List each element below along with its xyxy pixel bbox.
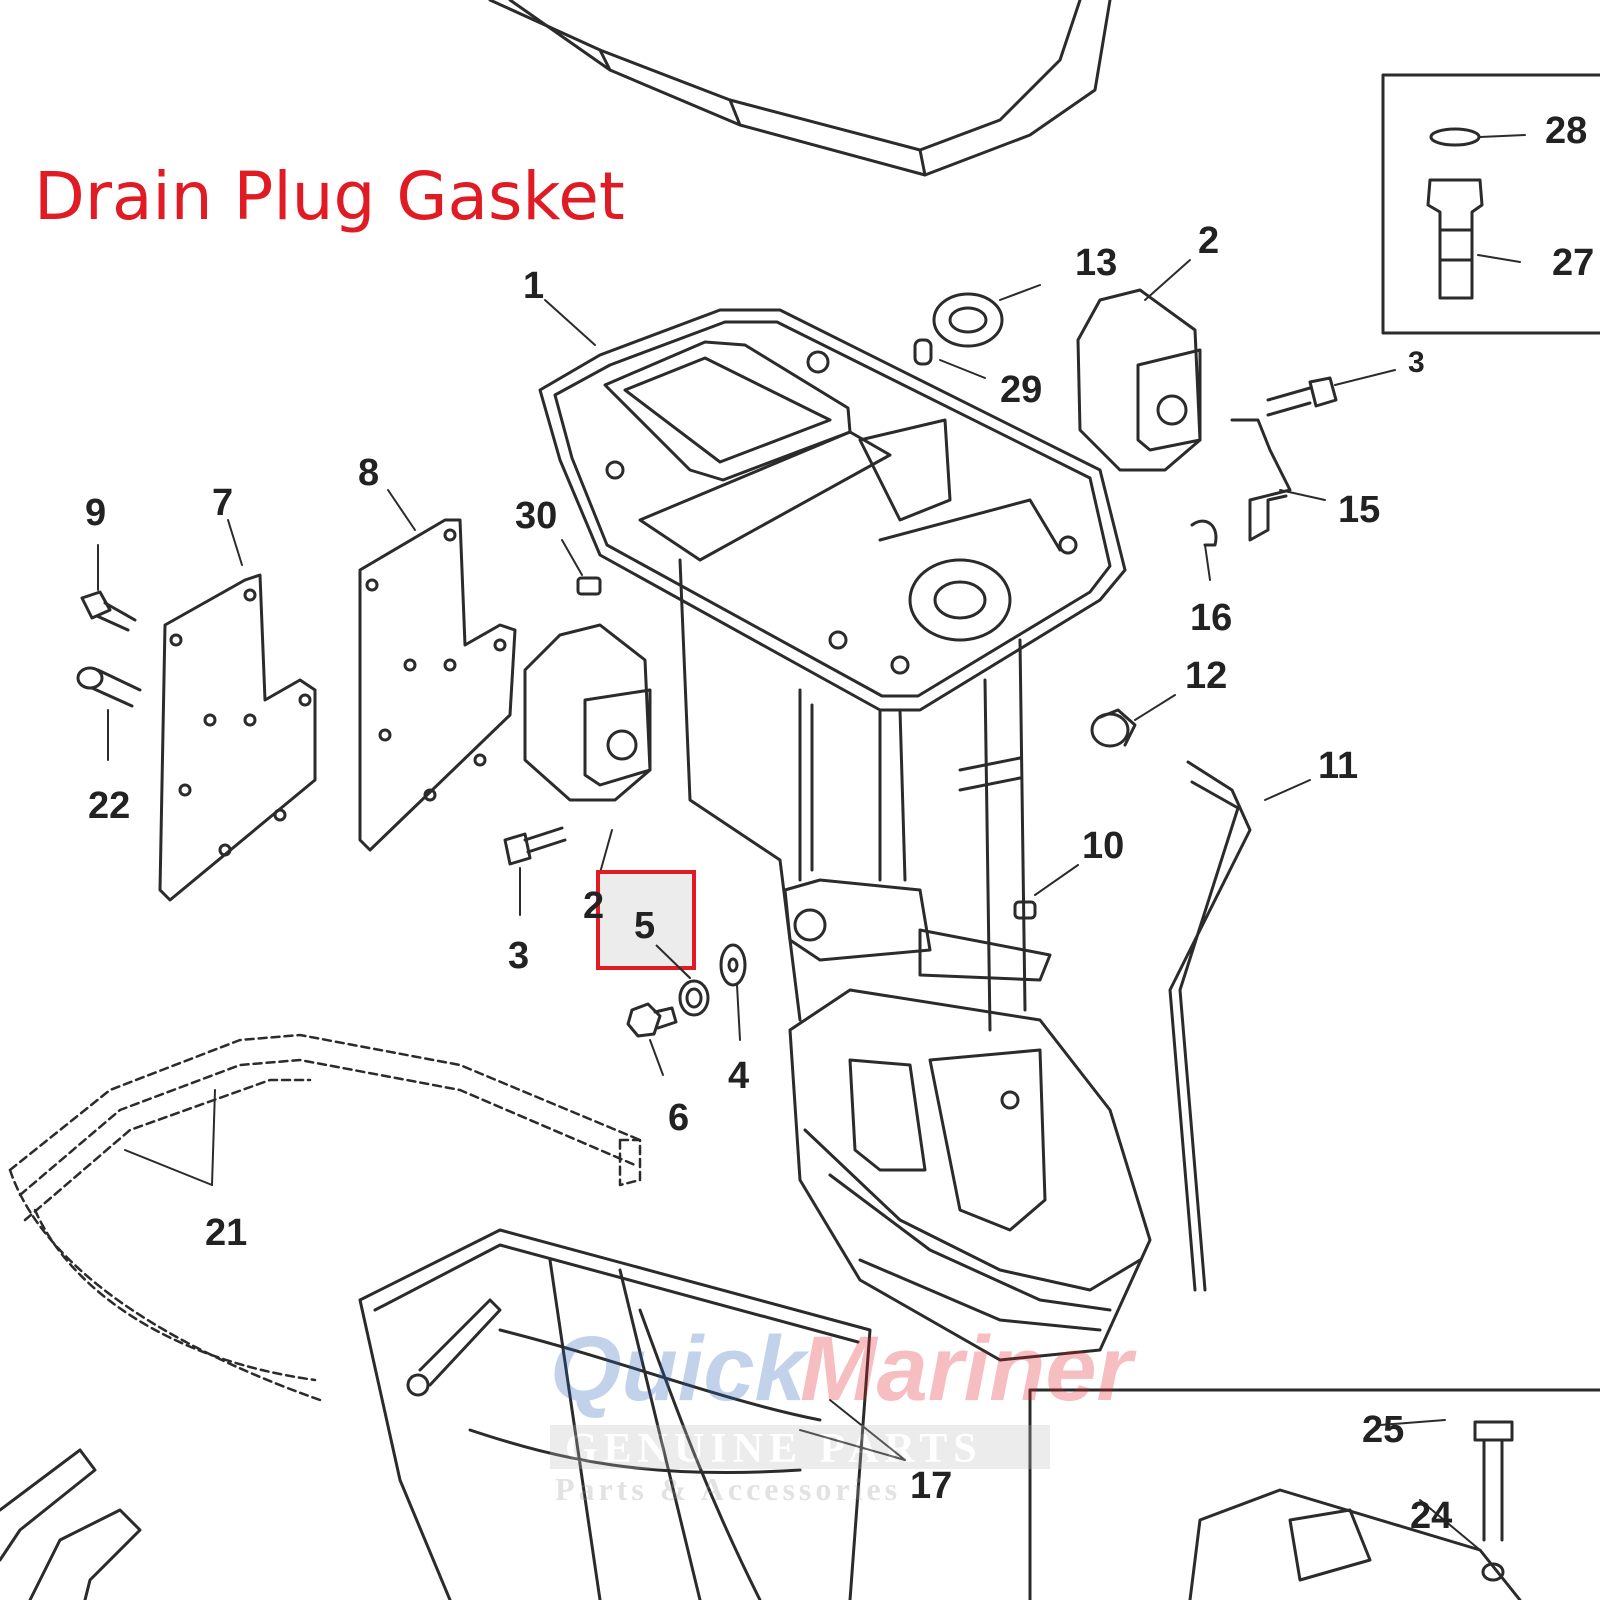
water-tube-11	[1168, 760, 1252, 1292]
bracket-15	[1230, 418, 1292, 542]
watermark: Quick Mariner GENUINE PARTS Parts & Acce…	[550, 1318, 1137, 1507]
inset-box-bottom	[1028, 1388, 1600, 1600]
callout-8: 8	[358, 452, 379, 494]
drain-plug-6	[626, 1002, 678, 1038]
callout-30: 30	[515, 495, 557, 537]
callout-2-upper: 2	[1198, 220, 1219, 262]
callout-15: 15	[1338, 489, 1380, 531]
callout-25: 25	[1362, 1409, 1404, 1451]
callout-4: 4	[728, 1055, 749, 1097]
gasket-plate-8	[358, 518, 517, 852]
driveshaft-housing-1	[538, 308, 1152, 1362]
callout-2-left: 2	[583, 885, 604, 927]
callout-29: 29	[1000, 369, 1042, 411]
diagram-title: Drain Plug Gasket	[34, 158, 625, 235]
cowl-piece-bottom-left	[0, 1448, 142, 1600]
drain-gasket-5	[678, 979, 710, 1017]
bolt-3-upper	[1266, 376, 1338, 417]
callout-24: 24	[1410, 1495, 1452, 1537]
callout-21: 21	[205, 1212, 247, 1254]
watermark-tag: GENUINE PARTS	[565, 1426, 983, 1472]
callout-labels: 1 2 2 3 3 4 5 6 7 8 9 10 11 12 13 15 16 …	[85, 110, 1594, 1537]
cowl-seal-top	[488, 0, 1112, 177]
callout-17: 17	[910, 1465, 952, 1507]
bolt-22	[76, 666, 142, 708]
watermark-sub: Parts & Accessories	[555, 1471, 901, 1507]
callout-10: 10	[1082, 825, 1124, 867]
callout-22: 22	[88, 785, 130, 827]
callout-28: 28	[1545, 110, 1587, 152]
callout-11: 11	[1318, 745, 1358, 787]
bolt-9	[80, 590, 137, 632]
callout-5: 5	[634, 905, 655, 947]
callout-16: 16	[1190, 597, 1232, 639]
engine-mount-2-upper	[1076, 288, 1202, 472]
bolt-3-left	[503, 826, 567, 866]
engine-mount-2-left	[523, 623, 652, 802]
callout-12: 12	[1185, 655, 1227, 697]
dashed-seal-21	[8, 1033, 642, 1402]
callout-9: 9	[85, 492, 106, 534]
callout-3-upper: 3	[1408, 346, 1425, 379]
dowel-pin-29	[913, 338, 933, 366]
clip-16	[1190, 519, 1218, 547]
callout-27: 27	[1552, 242, 1594, 284]
screw-30	[576, 576, 602, 596]
grommet-12	[1090, 708, 1137, 748]
plug-10	[1013, 900, 1037, 920]
watermark-brand-a: Quick	[550, 1318, 809, 1420]
highlight-box-part-5	[596, 870, 696, 970]
lower-cowl-17	[358, 1228, 872, 1600]
watermark-brand-b: Mariner	[800, 1318, 1137, 1420]
gasket-plate-7	[158, 573, 317, 902]
callout-6: 6	[668, 1097, 689, 1139]
callout-1: 1	[523, 265, 544, 307]
seal-ring-13	[932, 292, 1004, 348]
washer-4	[719, 943, 747, 987]
callout-3-left: 3	[508, 935, 529, 977]
callout-13: 13	[1075, 242, 1117, 284]
callout-7: 7	[212, 482, 233, 524]
